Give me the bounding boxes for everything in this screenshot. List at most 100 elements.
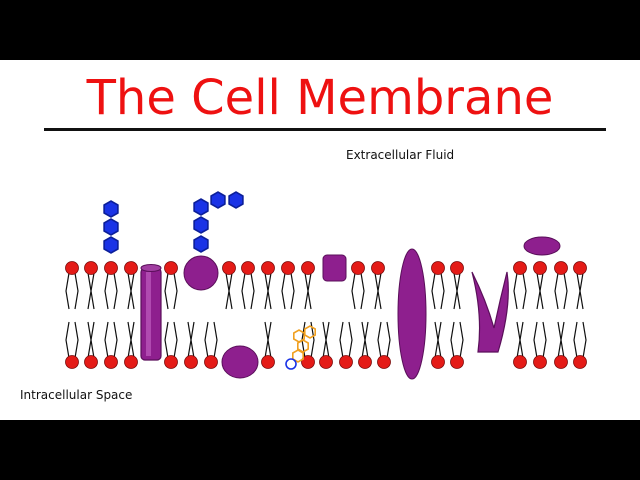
phospholipid-head-icon [431,261,445,275]
lipid-tail [87,272,95,310]
phospholipid-head-icon [319,355,333,369]
lipid-tail [453,272,461,310]
phospholipid-head-icon [84,355,98,369]
phospholipid-head-icon [261,355,275,369]
phospholipid-head-icon [371,261,385,275]
lipid-tail [187,321,195,359]
phospholipid-head-icon [164,355,178,369]
carbohydrate-hexagon-icon [210,191,226,209]
lipid-tail [554,272,568,310]
surface-protein-icon [523,236,561,256]
lipid-tail [351,272,365,310]
phospholipid-head-icon [204,355,218,369]
cholesterol-ring-icon [291,349,305,363]
lipid-tail [264,272,272,310]
intracellular-label: Intracellular Space [20,388,133,402]
lipid-tail [241,272,255,310]
lipid-tail [65,321,79,359]
phospholipid-head-icon [261,261,275,275]
extracellular-label: Extracellular Fluid [346,148,455,162]
phospholipid-head-icon [222,261,236,275]
phospholipid-head-icon [554,355,568,369]
lipid-tail [339,321,353,359]
lipid-tail [533,321,547,359]
glycoprotein-icon [183,255,219,291]
phospholipid-head-icon [533,261,547,275]
phospholipid-head-icon [554,261,568,275]
lipid-tail [536,272,544,310]
lipid-tail [104,321,118,359]
lipid-tail [516,321,524,359]
phospholipid-head-icon [450,261,464,275]
carbohydrate-hexagon-icon [103,218,119,236]
phospholipid-head-icon [450,355,464,369]
hydroxyl-circle-icon [285,358,297,370]
carbohydrate-hexagon-icon [193,216,209,234]
lipid-tail [573,321,587,359]
carbohydrate-hexagon-icon [103,236,119,254]
carbohydrate-hexagon-icon [103,200,119,218]
lipid-tail [513,272,527,310]
phospholipid-head-icon [65,261,79,275]
phospholipid-head-icon [533,355,547,369]
page-title: The Cell Membrane [86,70,554,126]
phospholipid-head-icon [431,355,445,369]
phospholipid-head-icon [573,355,587,369]
carbohydrate-hexagon-icon [228,191,244,209]
phospholipid-head-icon [513,355,527,369]
diagram-slide: The Cell Membrane Extracellular Fluid In… [0,60,640,420]
lipid-tail [87,321,95,359]
membrane-diagram [65,191,587,380]
lipid-tail [127,321,135,359]
carbohydrate-hexagon-icon [193,198,209,216]
lipid-tail [557,321,565,359]
lipid-tail [164,272,178,310]
lipid-tail [431,272,445,310]
lipid-tail [450,321,464,359]
phospholipid-head-icon [124,355,138,369]
phospholipid-head-icon [301,355,315,369]
lipid-tail [225,272,233,310]
phospholipid-head-icon [281,261,295,275]
phospholipid-head-icon [573,261,587,275]
phospholipid-head-icon [164,261,178,275]
lipid-tail [281,272,295,310]
peripheral-protein-icon [221,345,259,379]
phospholipid-head-icon [124,261,138,275]
lipid-tail [304,272,312,310]
peripheral-protein-square-icon [322,254,347,282]
lipid-tail [104,272,118,310]
lipid-tail [322,321,330,359]
lipid-tail [374,272,382,310]
lipid-tail [127,272,135,310]
phospholipid-head-icon [65,355,79,369]
lipid-tail [204,321,218,359]
lipid-tail [576,272,584,310]
branched-carbohydrate-icon [193,191,244,253]
lipid-tail [361,321,369,359]
phospholipid-head-icon [104,355,118,369]
lipid-tail [65,272,79,310]
phospholipid-head-icon [241,261,255,275]
lipid-tail [377,321,391,359]
lipid-tail [264,321,272,359]
lipid-tail [434,321,442,359]
phospholipid-head-icon [339,355,353,369]
phospholipid-head-icon [377,355,391,369]
cholesterol-icon [291,325,317,363]
cholesterol-ring-icon [303,325,317,339]
phospholipid-head-icon [358,355,372,369]
lipid-tail [164,321,178,359]
carbohydrate-chain-icon [103,200,119,254]
channel-protein-icon [140,264,162,361]
integral-protein-icon [397,248,427,380]
carbohydrate-hexagon-icon [193,235,209,253]
phospholipid-head-icon [104,261,118,275]
u-shaped-protein-icon [471,271,509,353]
phospholipid-bilayer [65,261,587,369]
phospholipid-head-icon [351,261,365,275]
title-underline [44,128,606,131]
phospholipid-head-icon [84,261,98,275]
phospholipid-head-icon [513,261,527,275]
